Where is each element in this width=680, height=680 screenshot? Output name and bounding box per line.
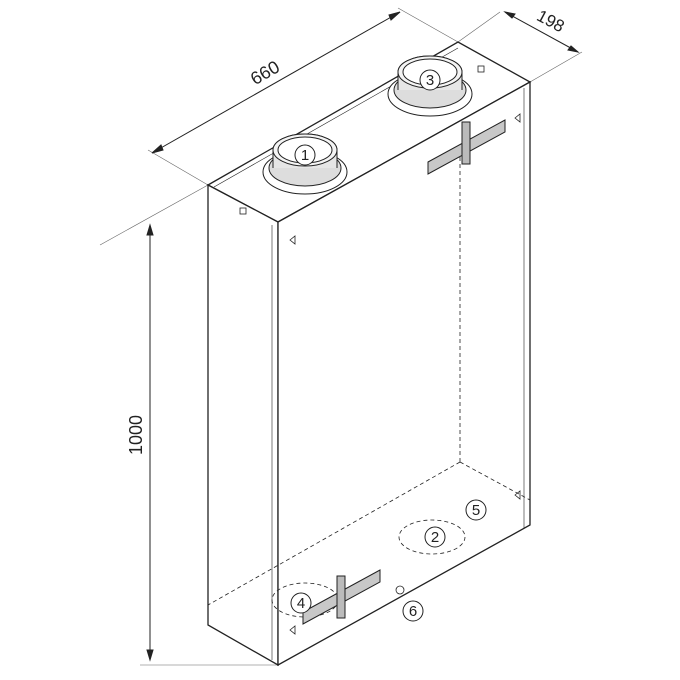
dimension-line-height	[146, 223, 154, 662]
svg-text:3: 3	[426, 72, 434, 89]
fixing-holes	[239, 65, 521, 635]
svg-text:4: 4	[297, 595, 305, 612]
front-face	[277, 80, 531, 667]
svg-text:6: 6	[409, 603, 417, 620]
mounting-bracket-bottom	[302, 569, 381, 625]
callout-2: 2	[424, 526, 446, 548]
mounting-bracket-top	[427, 119, 506, 175]
dimension-width-label: 660	[247, 57, 283, 89]
callout-5: 5	[465, 499, 487, 521]
dimension-line-depth	[503, 11, 580, 53]
dimension-height-label: 1000	[126, 415, 146, 455]
callout-3: 3	[419, 69, 441, 91]
dimension-depth-label: 198	[534, 6, 568, 36]
extension-lines	[99, 7, 583, 666]
callout-6: 6	[402, 600, 424, 622]
svg-text:5: 5	[472, 502, 480, 519]
bottom-duct-2-outline	[398, 519, 466, 555]
svg-text:1: 1	[301, 147, 309, 164]
side-face	[207, 183, 279, 667]
callout-4: 4	[290, 592, 312, 614]
svg-text:2: 2	[431, 529, 439, 546]
callout-1: 1	[294, 144, 316, 166]
dimension-line-width	[151, 11, 401, 154]
